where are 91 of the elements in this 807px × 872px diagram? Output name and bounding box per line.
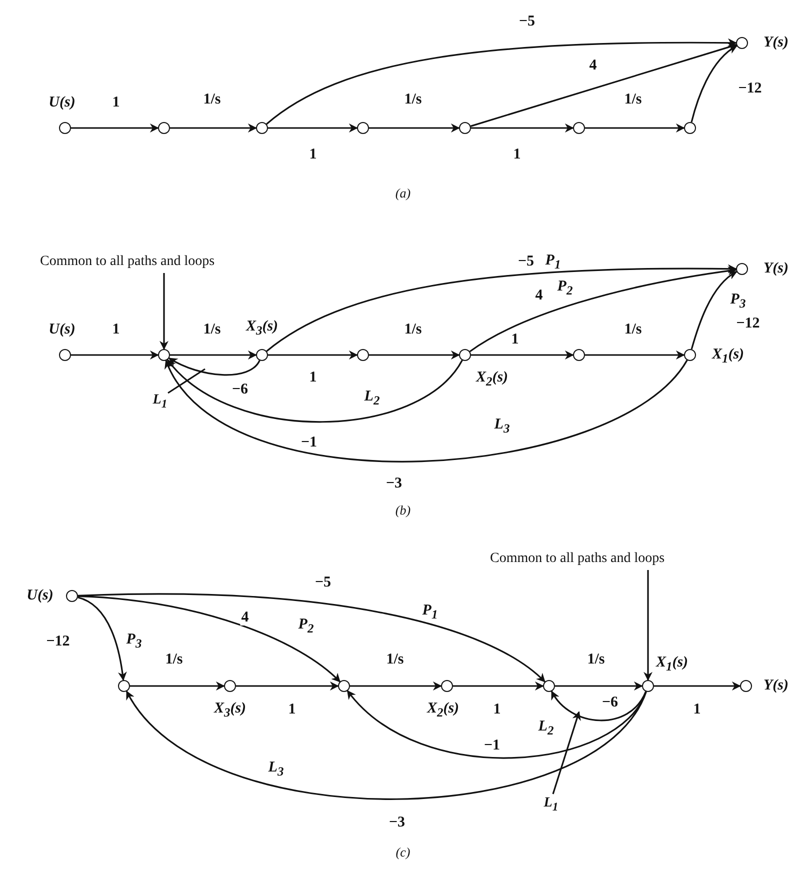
node-label: U(s) [26,588,54,604]
path-label: P$_{2}$ [557,279,573,297]
arrow [555,682,643,690]
signal-node [357,349,369,361]
signal-node [158,122,170,134]
node-label: X$_{2}$(s) [476,370,508,388]
signal-node [338,680,350,692]
panel-caption: (b) [395,504,411,516]
signal-node [59,349,71,361]
arrow [236,682,339,690]
node-label: X$_{1}$(s) [656,655,688,673]
path-label: P$_{1}$ [545,253,561,271]
node-label: U(s) [48,322,76,338]
arrow [170,124,257,132]
arrow [78,595,341,682]
signal-node [66,590,78,602]
signal-node [684,122,696,134]
annotation-text: Common to all paths and loops [490,551,665,566]
loop-label: L$_{1}$ [152,392,168,412]
node-label: U(s) [48,96,76,110]
arrow [350,682,442,690]
arrow [346,690,647,759]
leader-line [552,711,581,794]
arrow [126,690,647,800]
signal-node [441,680,453,692]
panel-caption: (c) [396,846,410,858]
signal-node [118,680,130,692]
node-label: X$_{3}$(s) [214,701,246,719]
node-label: X$_{2}$(s) [426,701,460,719]
leader-line [168,368,206,394]
signal-node [740,680,752,692]
signal-node [573,349,585,361]
arrow [165,360,688,462]
arrow [266,38,737,125]
node-label: Y(s) [764,36,788,50]
arrow [170,350,257,360]
signal-node [543,680,555,692]
arrow [471,350,574,360]
arrow [130,682,225,690]
signal-node [736,263,748,275]
arrow [166,359,463,423]
signal-node [642,680,654,692]
arrow [654,682,741,690]
arrow [453,682,544,690]
arrow [266,264,737,352]
node-label: Y(s) [764,262,788,276]
arrow [469,266,737,352]
arrow [690,45,738,122]
arrow [470,42,738,127]
panel-caption: (a) [395,186,411,200]
node-label: X$_{1}$(s) [712,347,744,365]
signal-node [224,680,236,692]
loop-label: L$_{3}$ [268,760,284,778]
arrow [268,350,358,360]
arrow [585,124,685,132]
path-label: P$_{2}$ [298,617,314,635]
signal-node [256,349,268,361]
signal-node [357,122,369,134]
annotation-text: Common to all paths and loops [40,254,215,270]
signal-node [459,122,471,134]
loop-label: L$_{1}$ [544,796,558,814]
path-label: P$_{3}$ [730,292,746,310]
branch-gain: 4 [240,610,250,626]
signal-node [573,122,585,134]
arrow [690,271,738,350]
leader-line [644,570,652,681]
loop-label: L$_{3}$ [494,417,510,435]
path-label: P$_{3}$ [126,632,142,650]
loop-label: L$_{2}$ [538,719,554,737]
arrow [471,124,574,132]
path-label: P$_{1}$ [422,603,438,621]
arrow [551,690,646,722]
node-label: X$_{3}$(s) [246,319,278,337]
signal-node [256,122,268,134]
loop-label: L$_{2}$ [364,389,380,407]
arrow [268,124,358,132]
arrow [78,596,127,681]
leader-line [160,273,168,350]
signal-node [158,349,170,361]
arrow [71,350,159,360]
arrow [71,124,159,132]
signal-node [736,37,748,49]
signal-node [59,122,71,134]
arrow [168,358,260,376]
arrow [585,350,685,360]
node-label: Y(s) [764,678,788,694]
signal-node [684,349,696,361]
arrow [369,350,460,360]
signal-node [459,349,471,361]
arrow [369,124,460,132]
arrow [78,593,546,682]
